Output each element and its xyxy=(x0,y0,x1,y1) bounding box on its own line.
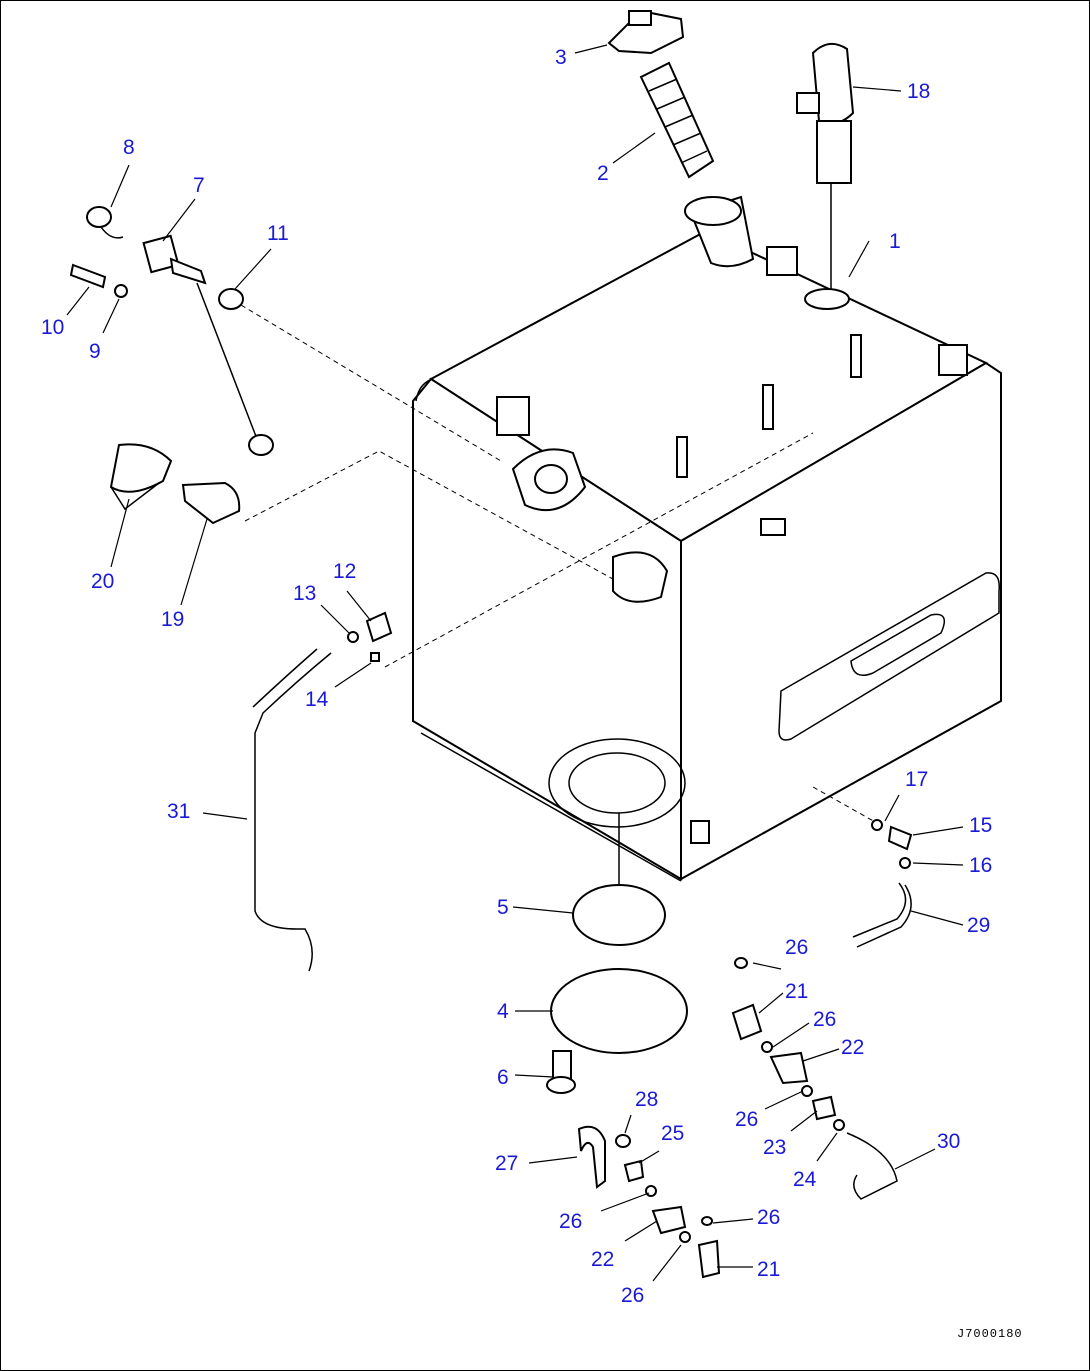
callout-25: 25 xyxy=(661,1122,685,1145)
callout-leaders xyxy=(66,44,964,1282)
callout-19: 19 xyxy=(161,608,185,631)
breather-part-18 xyxy=(796,42,855,310)
cap-part-3 xyxy=(607,9,685,55)
callout-22-upper: 22 xyxy=(841,1036,865,1059)
callout-6: 6 xyxy=(497,1066,509,1089)
callout-2: 2 xyxy=(597,162,609,185)
drawing-code: J7000180 xyxy=(957,1327,1023,1341)
callout-26-e: 26 xyxy=(757,1206,781,1229)
callout-27: 27 xyxy=(495,1152,519,1175)
callout-28: 28 xyxy=(635,1088,659,1111)
callout-9: 9 xyxy=(89,340,101,363)
strainer-part-2 xyxy=(639,61,715,179)
callout-21-lower: 21 xyxy=(757,1258,781,1281)
callout-26-f: 26 xyxy=(621,1284,645,1307)
callout-26-a: 26 xyxy=(785,936,809,959)
callout-18: 18 xyxy=(907,80,931,103)
fitting-group xyxy=(577,957,898,1279)
callout-3: 3 xyxy=(555,46,567,69)
bottom-cover-parts xyxy=(546,813,688,1094)
callout-22-lower: 22 xyxy=(591,1248,615,1271)
filler-neck xyxy=(684,195,755,268)
callout-7: 7 xyxy=(193,174,205,197)
callout-31: 31 xyxy=(167,800,191,823)
hose-31-parts xyxy=(252,611,393,972)
callout-23: 23 xyxy=(763,1136,787,1159)
callout-8: 8 xyxy=(123,136,135,159)
callout-16: 16 xyxy=(969,854,993,877)
callout-5: 5 xyxy=(497,896,509,919)
callout-14: 14 xyxy=(305,688,329,711)
callout-15: 15 xyxy=(969,814,993,837)
tank-fittings xyxy=(496,246,968,844)
callout-30: 30 xyxy=(937,1130,961,1153)
gauge-parts xyxy=(218,288,587,512)
hose-29-parts xyxy=(852,819,913,948)
callout-11: 11 xyxy=(267,222,289,245)
callout-29: 29 xyxy=(967,914,991,937)
callout-26-c: 26 xyxy=(735,1108,759,1131)
callout-17: 17 xyxy=(905,768,929,791)
callout-24: 24 xyxy=(793,1168,817,1191)
callout-1: 1 xyxy=(889,230,901,253)
callout-13: 13 xyxy=(293,582,317,605)
callout-4: 4 xyxy=(497,1000,509,1023)
callout-26-d: 26 xyxy=(559,1210,583,1233)
callout-21-upper: 21 xyxy=(785,980,809,1003)
callout-26-b: 26 xyxy=(813,1008,837,1031)
callout-10: 10 xyxy=(41,316,65,339)
callout-12: 12 xyxy=(333,560,357,583)
level-gauge-parts xyxy=(69,206,274,456)
callout-20: 20 xyxy=(91,570,115,593)
drain-parts xyxy=(109,443,614,580)
